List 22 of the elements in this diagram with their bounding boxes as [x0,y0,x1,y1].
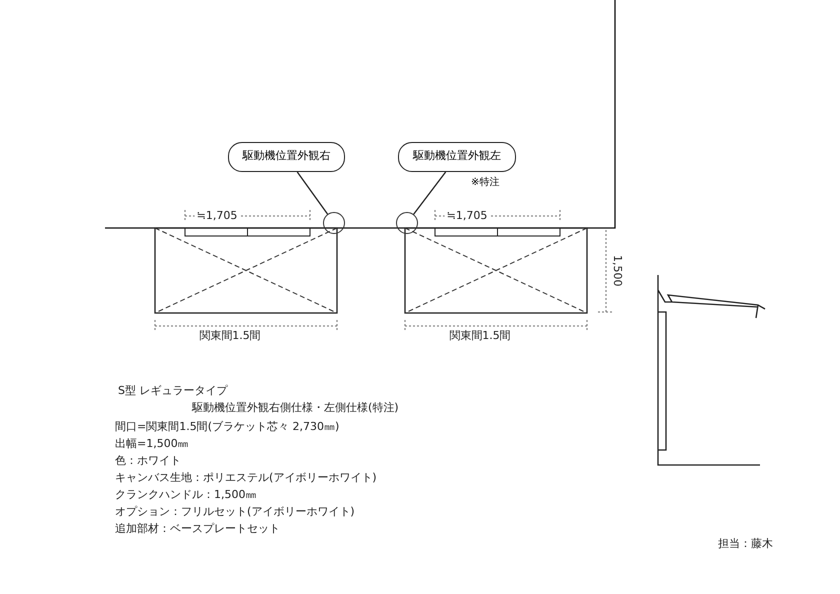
spec-text: 間口=関東間1.5間(ブラケット芯々 2,730㎜) [115,420,340,434]
staff-text: 担当：藤木 [718,537,773,551]
leader-line [296,172,328,214]
note-text: ※特注 [471,176,500,189]
span-label: 関東間1.5間 [447,329,513,343]
spec-text: 色：ホワイト [115,454,181,468]
spec-text: 出幅=1,500㎜ [115,437,189,451]
dimension-label: 1,500 [610,255,624,286]
spec-text: 追加部材：ベースプレートセット [115,522,280,536]
spec-heading: S型 レギュラータイプ [118,384,228,398]
marker-circle [323,212,345,234]
spec-text: キャンバス生地：ポリエステル(アイボリーホワイト) [115,471,377,485]
callout-bubble: 駆動機位置外観右 [228,142,345,172]
marker-circle [396,212,418,234]
spec-heading: 駆動機位置外観右側仕様・左側仕様(特注) [192,401,399,415]
spec-text: クランクハンドル：1,500㎜ [115,488,256,502]
dimension-label: ≒1,705 [444,209,490,223]
span-label: 関東間1.5間 [197,329,263,343]
callout-bubble: 駆動機位置外観左 [398,142,516,172]
leader-line [413,172,446,215]
dimension-label: ≒1,705 [194,209,240,223]
spec-text: オプション：フリルセット(アイボリーホワイト) [115,505,355,519]
